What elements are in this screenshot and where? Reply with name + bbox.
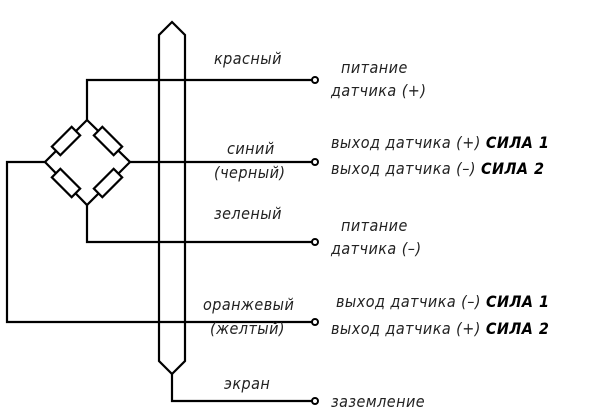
wire-label-yellow: (желтый) (210, 319, 285, 338)
force-tag: СИЛА 1 (485, 292, 550, 311)
terminal-icon (311, 318, 319, 326)
output-text: выход датчика (–) (331, 159, 476, 178)
force-tag: СИЛА 2 (480, 159, 545, 178)
wire-label-orange: оранжевый (203, 295, 295, 314)
terminal-icon (311, 397, 319, 405)
terminal-icon (311, 76, 319, 84)
resistor-3 (50, 167, 82, 199)
strain-gauge-bridge (43, 118, 132, 207)
wire-orange (5, 160, 312, 324)
force-tag: СИЛА 1 (485, 133, 550, 152)
terminal-label: выход датчика (–) СИЛА 2 (331, 160, 544, 178)
wire-label-blue: синий (227, 139, 275, 158)
terminal-label: выход датчика (+) СИЛА 1 (331, 134, 549, 152)
terminal-label: выход датчика (–) СИЛА 1 (336, 293, 549, 311)
terminal-label: выход датчика (+) СИЛА 2 (331, 320, 549, 338)
terminal-label: датчика (–) (331, 239, 422, 258)
terminal-label: питание (341, 216, 408, 235)
terminal-label: питание (341, 58, 408, 77)
terminal-icon (311, 158, 319, 166)
terminal-icon (311, 238, 319, 246)
output-text: выход датчика (+) (331, 319, 481, 338)
output-text: выход датчика (+) (331, 133, 481, 152)
wire-label-red: красный (214, 49, 282, 68)
wire-label-green: зеленый (214, 204, 282, 223)
terminal-label: датчика (+) (331, 81, 427, 100)
resistor-1 (50, 125, 82, 157)
wire-green (85, 205, 312, 244)
terminal-label: заземление (331, 392, 426, 411)
force-tag: СИЛА 2 (485, 319, 550, 338)
wire-label-shield: экран (224, 374, 271, 393)
wire-shield (170, 374, 312, 403)
wire-red (85, 78, 312, 120)
wire-label-black: (черный) (214, 163, 286, 182)
output-text: выход датчика (–) (336, 292, 481, 311)
resistor-2 (92, 125, 124, 157)
resistor-4 (92, 167, 124, 199)
